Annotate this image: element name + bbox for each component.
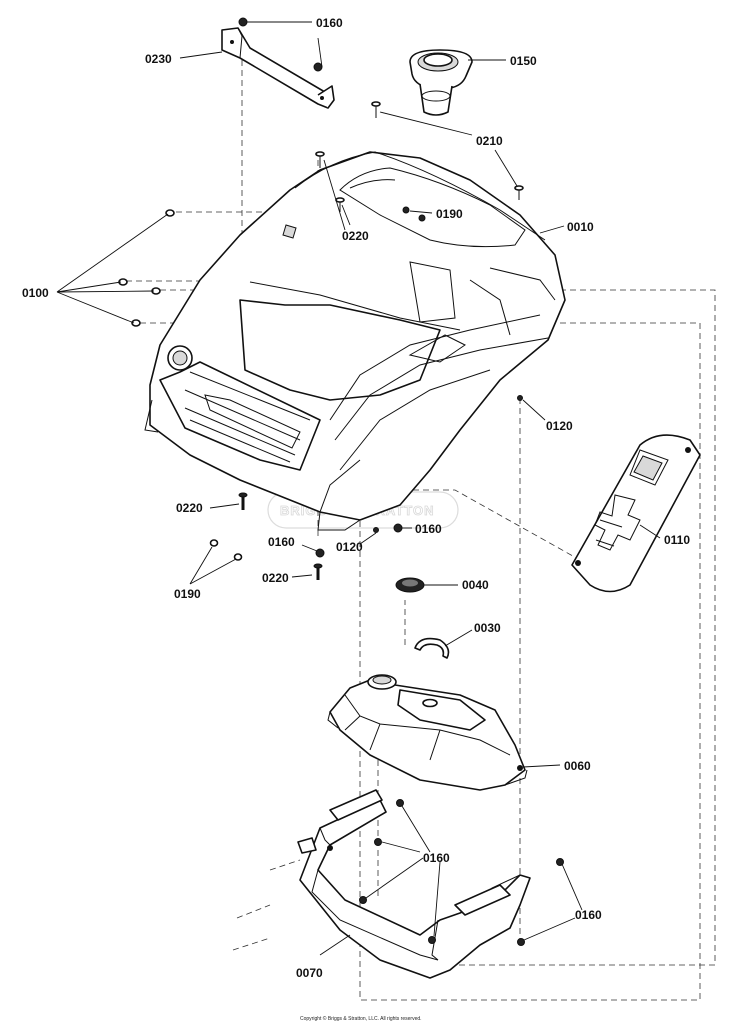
label-0160-left: 0160	[268, 535, 295, 549]
nut-0160-bracket-b	[374, 838, 382, 846]
label-0220-low: 0220	[262, 571, 289, 585]
nut-0160-top	[238, 17, 248, 27]
part-labels: 0160 0230 0150 0210 0190 0220 0010 0100 …	[22, 16, 690, 980]
nut-0190-low-a	[209, 539, 219, 547]
label-0190-low: 0190	[174, 587, 201, 601]
clip-0100-d	[131, 319, 141, 327]
label-0030: 0030	[474, 621, 501, 635]
nut-0160-right-b	[517, 938, 525, 946]
fasteners	[118, 17, 564, 946]
nut-0120-mid	[373, 527, 379, 533]
label-0150: 0150	[510, 54, 537, 68]
part-0030-clip[interactable]	[414, 637, 450, 659]
label-0100: 0100	[22, 286, 49, 300]
part-0010-hood[interactable]	[144, 151, 566, 531]
label-0010: 0010	[567, 220, 594, 234]
label-0160-right: 0160	[575, 908, 602, 922]
nut-0160-bracket-c	[359, 896, 367, 904]
screw-0220-a	[315, 151, 325, 168]
label-0070: 0070	[296, 966, 323, 980]
nut-0190-low-b	[233, 553, 243, 561]
screw-0210-a	[371, 101, 381, 118]
nut-0160-bracket-d	[428, 936, 436, 944]
part-0040-grommet[interactable]	[395, 577, 425, 593]
label-0120-right: 0120	[546, 419, 573, 433]
label-0210: 0210	[476, 134, 503, 148]
bolt-0220-low	[313, 563, 323, 580]
label-0230: 0230	[145, 52, 172, 66]
part-0070-bracket[interactable]	[297, 789, 531, 979]
label-0060: 0060	[564, 759, 591, 773]
label-0160-mid: 0160	[415, 522, 442, 536]
part-0230-bracket[interactable]	[221, 27, 335, 109]
nut-0190-b	[418, 214, 426, 222]
part-0060-fuel-tank[interactable]	[327, 674, 528, 791]
screw-0210-b	[514, 185, 524, 200]
label-0160-bracket: 0160	[423, 851, 450, 865]
nut-0160-top-b	[313, 62, 323, 72]
label-0220-top: 0220	[342, 229, 369, 243]
label-0110: 0110	[664, 533, 690, 547]
nut-0190-a	[402, 206, 410, 214]
label-0160-top: 0160	[316, 16, 343, 30]
part-0150-cup-holder[interactable]	[409, 49, 473, 116]
nut-0160-left	[315, 548, 325, 558]
nut-0160-bracket-a	[396, 799, 404, 807]
nut-0160-right-a	[556, 858, 564, 866]
part-0110-panel[interactable]	[571, 434, 701, 593]
copyright-text: Copyright © Briggs & Stratton, LLC. All …	[300, 1015, 422, 1022]
nut-0120-right	[517, 395, 523, 401]
label-0040: 0040	[462, 578, 489, 592]
label-0120-mid: 0120	[336, 540, 363, 554]
nut-0160-mid	[393, 523, 403, 533]
leader-lines	[56, 21, 661, 956]
label-0190-top: 0190	[436, 207, 463, 221]
label-0220-mid: 0220	[176, 501, 203, 515]
bolt-0220-mid	[238, 492, 248, 510]
